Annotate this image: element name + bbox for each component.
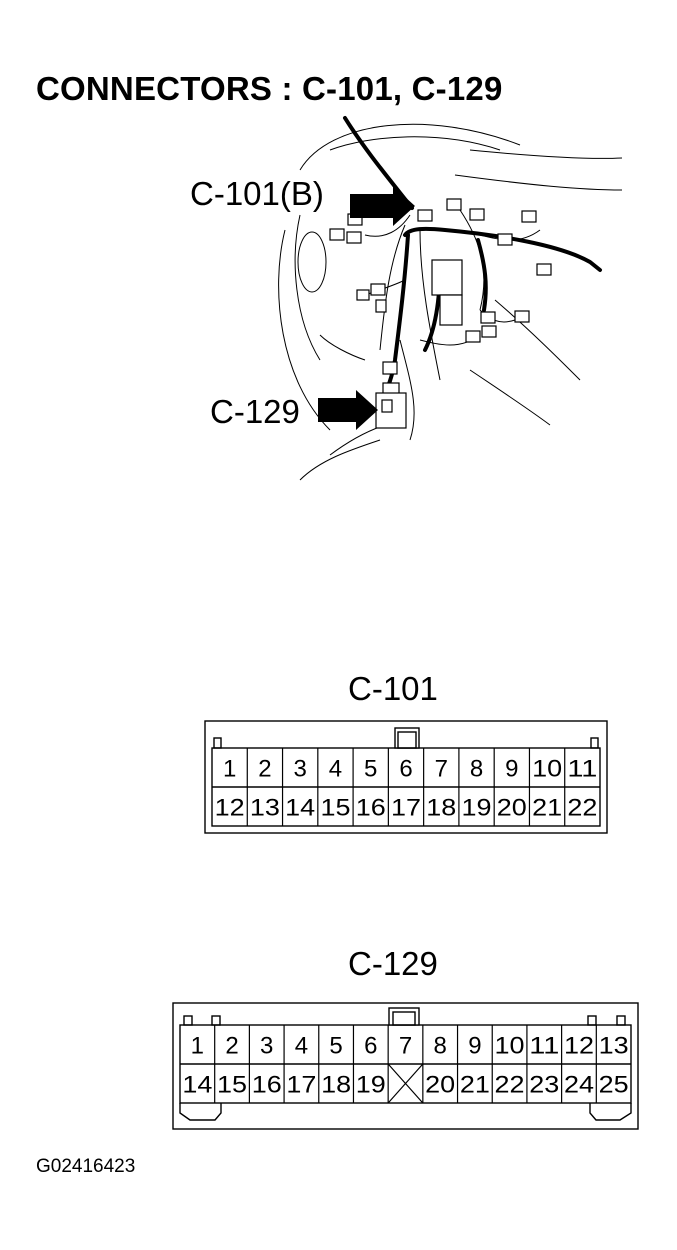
c129-pin-label: 4	[295, 1033, 308, 1060]
c101-pin-label: 1	[223, 756, 236, 783]
c101-pin-label: 14	[285, 795, 315, 822]
c101-pin-label: 4	[329, 756, 342, 783]
c129-pin-label: 13	[599, 1033, 629, 1060]
figure-id: G02416423	[36, 1156, 136, 1177]
c101-pin-label: 11	[567, 756, 597, 783]
c129-pin-label: 5	[329, 1033, 342, 1060]
c129-pin-label: 8	[434, 1033, 447, 1060]
c101-pin-label: 3	[294, 756, 307, 783]
c129-pin-label: 10	[495, 1033, 525, 1060]
c129-pin-label: 16	[252, 1072, 282, 1099]
c101-title: C-101	[348, 670, 438, 707]
c129-pin-label: 24	[564, 1072, 594, 1099]
page-title: CONNECTORS : C-101, C-129	[36, 70, 503, 107]
c129-pin-label: 12	[564, 1033, 594, 1060]
c129-pin-label: 22	[495, 1072, 525, 1099]
c101-pin-label: 18	[426, 795, 456, 822]
c101-pin-label: 6	[399, 756, 412, 783]
c101-pin-label: 19	[462, 795, 492, 822]
c101-pin-label: 12	[215, 795, 245, 822]
c129-title: C-129	[348, 945, 438, 982]
c101-pin-label: 9	[505, 756, 518, 783]
c101-pin-label: 15	[320, 795, 350, 822]
c101-pin-label: 20	[497, 795, 527, 822]
c129-pin-label: 3	[260, 1033, 273, 1060]
c101-pin-label: 22	[567, 795, 597, 822]
c129-pin-label: 20	[425, 1072, 455, 1099]
c129-pin-label: 6	[364, 1033, 377, 1060]
c129-pin-label: 1	[191, 1033, 204, 1060]
c129-pin-label: 21	[460, 1072, 490, 1099]
c129-pin-label: 2	[225, 1033, 238, 1060]
c129-pin-label: 19	[356, 1072, 386, 1099]
c129-pin-label: 9	[468, 1033, 481, 1060]
c129-pin-label: 18	[321, 1072, 351, 1099]
c129-pin-label: 11	[529, 1033, 559, 1060]
c129-pin-label: 25	[599, 1072, 629, 1099]
c101-pin-label: 17	[391, 795, 421, 822]
c101-pin-label: 5	[364, 756, 377, 783]
c101-pin-label: 21	[532, 795, 562, 822]
c129-pin-label: 23	[529, 1072, 559, 1099]
c101-pin-label: 13	[250, 795, 280, 822]
c101-pin-label: 10	[532, 756, 562, 783]
c129-pin-label: 7	[399, 1033, 412, 1060]
c129-pin-label: 17	[286, 1072, 316, 1099]
c129-pin-label: 15	[217, 1072, 247, 1099]
c101-pin-label: 8	[470, 756, 483, 783]
c101-pin-label: 2	[258, 756, 271, 783]
c129-pin-label: 14	[182, 1072, 212, 1099]
c101-pin-label: 7	[435, 756, 448, 783]
c129-unused-cavity-mark	[387, 1063, 424, 1104]
c101-pin-label: 16	[356, 795, 386, 822]
callout-c129-location: C-129	[210, 393, 300, 430]
callout-c101-location: C-101(B)	[190, 175, 324, 212]
